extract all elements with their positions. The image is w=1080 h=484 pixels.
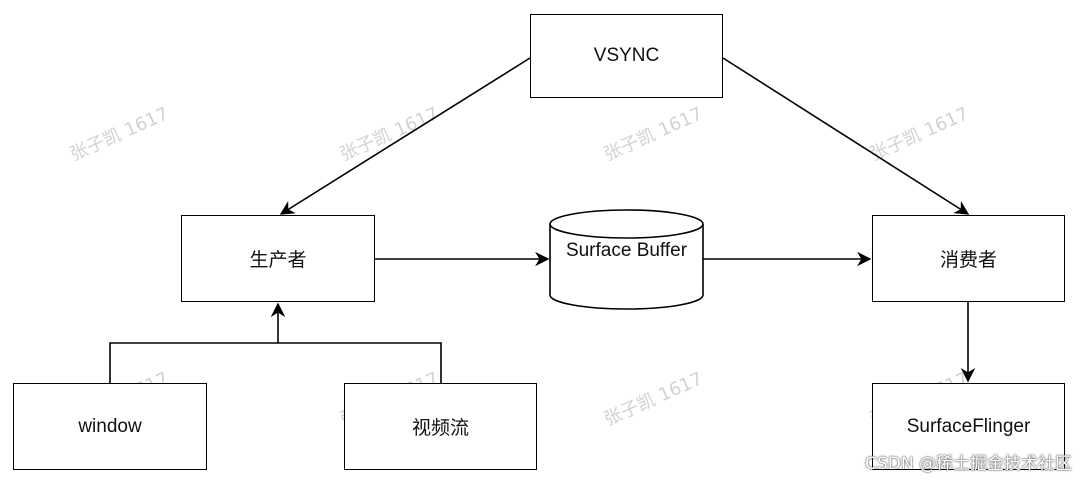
surface-flinger-label: SurfaceFlinger — [906, 415, 1031, 437]
video-stream-node: 视频流 — [344, 383, 537, 470]
window-label: window — [78, 415, 142, 437]
consumer-node: 消费者 — [872, 215, 1065, 302]
video-stream-label: 视频流 — [411, 418, 469, 439]
window-node: window — [13, 383, 207, 470]
consumer-label: 消费者 — [939, 250, 997, 271]
edge-vsync-to-consumer — [722, 57, 970, 215]
edge-vsync-to-producer — [279, 57, 531, 215]
surface-buffer-label: Surface Buffer — [565, 240, 688, 261]
surface-buffer-cylinder — [549, 209, 704, 310]
edge-window-merge — [109, 342, 442, 383]
surface-flinger-node: SurfaceFlinger — [872, 383, 1065, 470]
vsync-node: VSYNC — [530, 14, 723, 98]
vsync-label: VSYNC — [593, 45, 660, 66]
producer-label: 生产者 — [249, 250, 307, 271]
source-credit: CSDN @稀土掘金技术社区 — [865, 454, 1072, 474]
producer-node: 生产者 — [181, 215, 375, 302]
